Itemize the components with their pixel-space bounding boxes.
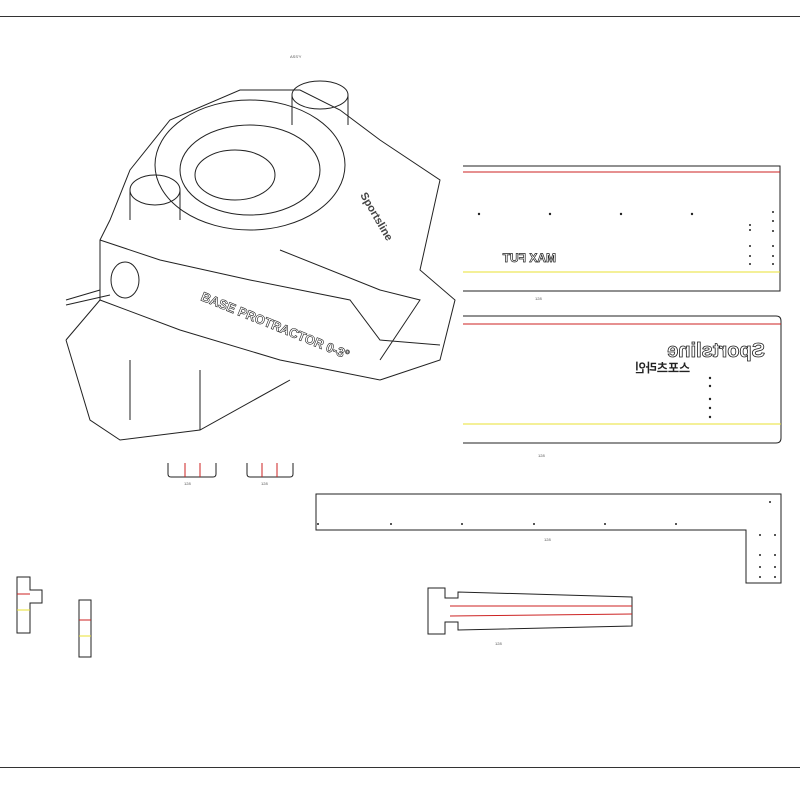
bracket-2	[246, 463, 294, 478]
bracket2-label: 128	[261, 481, 268, 486]
panel1-label: 128	[535, 296, 542, 301]
small-part-1	[16, 576, 43, 634]
panel2-label: 128	[538, 453, 545, 458]
side-brand-text: Sportsline	[357, 191, 394, 244]
bracket-1	[167, 463, 217, 478]
bottom-border	[0, 767, 800, 768]
long-panel-label: 128	[544, 537, 551, 542]
long-panel: 128	[315, 493, 782, 584]
panel-2: Sportsline 스포츠라인 128	[463, 315, 782, 458]
wedge-label: 128	[495, 641, 502, 646]
protractor-3d-view	[65, 80, 456, 441]
top-label: ASS'Y	[290, 54, 302, 59]
top-border	[0, 16, 800, 17]
panel1-text: MAX FUT	[502, 251, 556, 265]
panel-1: MAX FUT 128	[463, 165, 781, 301]
bracket1-label: 128	[184, 481, 191, 486]
panel2-korean: 스포츠라인	[635, 360, 690, 375]
wedge-part: 128	[427, 587, 633, 646]
small-part-2	[78, 599, 92, 658]
panel2-brand: Sportsline	[667, 340, 765, 362]
protractor-text: BASE PROTRACTOR 0-3°	[199, 289, 352, 362]
